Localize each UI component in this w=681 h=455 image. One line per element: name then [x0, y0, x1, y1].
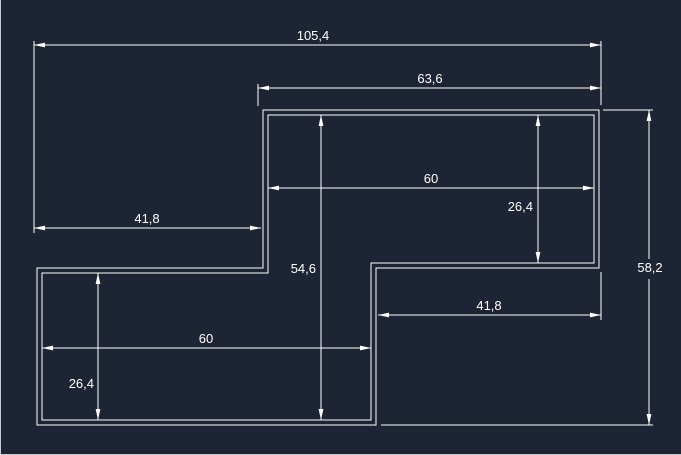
dimension-upper-inner-height[interactable]: 26,4: [508, 115, 541, 263]
dimension-text: 105,4: [297, 28, 330, 43]
dimension-text: 26,4: [508, 199, 533, 214]
dimension-text: 58,2: [637, 260, 662, 275]
dimension-text: 54,6: [291, 261, 316, 276]
dimension-upper-left-offset[interactable]: 41,8: [34, 211, 261, 231]
dimension-text: 41,8: [476, 298, 501, 313]
dimension-middle-height[interactable]: 54,6: [291, 115, 324, 420]
dimension-lower-right-offset[interactable]: 41,8: [378, 298, 601, 318]
shape-outline[interactable]: [36, 109, 600, 426]
shape-inner-outline: [41, 114, 595, 421]
dimension-text: 60: [199, 331, 213, 346]
dimension-upper-inner-width[interactable]: 60: [268, 171, 594, 191]
extension-lines: [33, 41, 653, 426]
dimension-lower-inner-width[interactable]: 60: [42, 331, 371, 351]
dimension-lower-inner-height[interactable]: 26,4: [69, 273, 101, 420]
dimension-text: 63,6: [417, 71, 442, 86]
dimension-overall-height[interactable]: 58,2: [637, 110, 663, 425]
dimension-upper-width[interactable]: 63,6: [258, 71, 601, 91]
dimension-overall-width[interactable]: 105,4: [34, 28, 601, 48]
dimension-text: 41,8: [134, 211, 159, 226]
dimension-text: 60: [424, 171, 438, 186]
dimension-text: 26,4: [69, 376, 94, 391]
shape-outer-outline: [36, 109, 600, 426]
